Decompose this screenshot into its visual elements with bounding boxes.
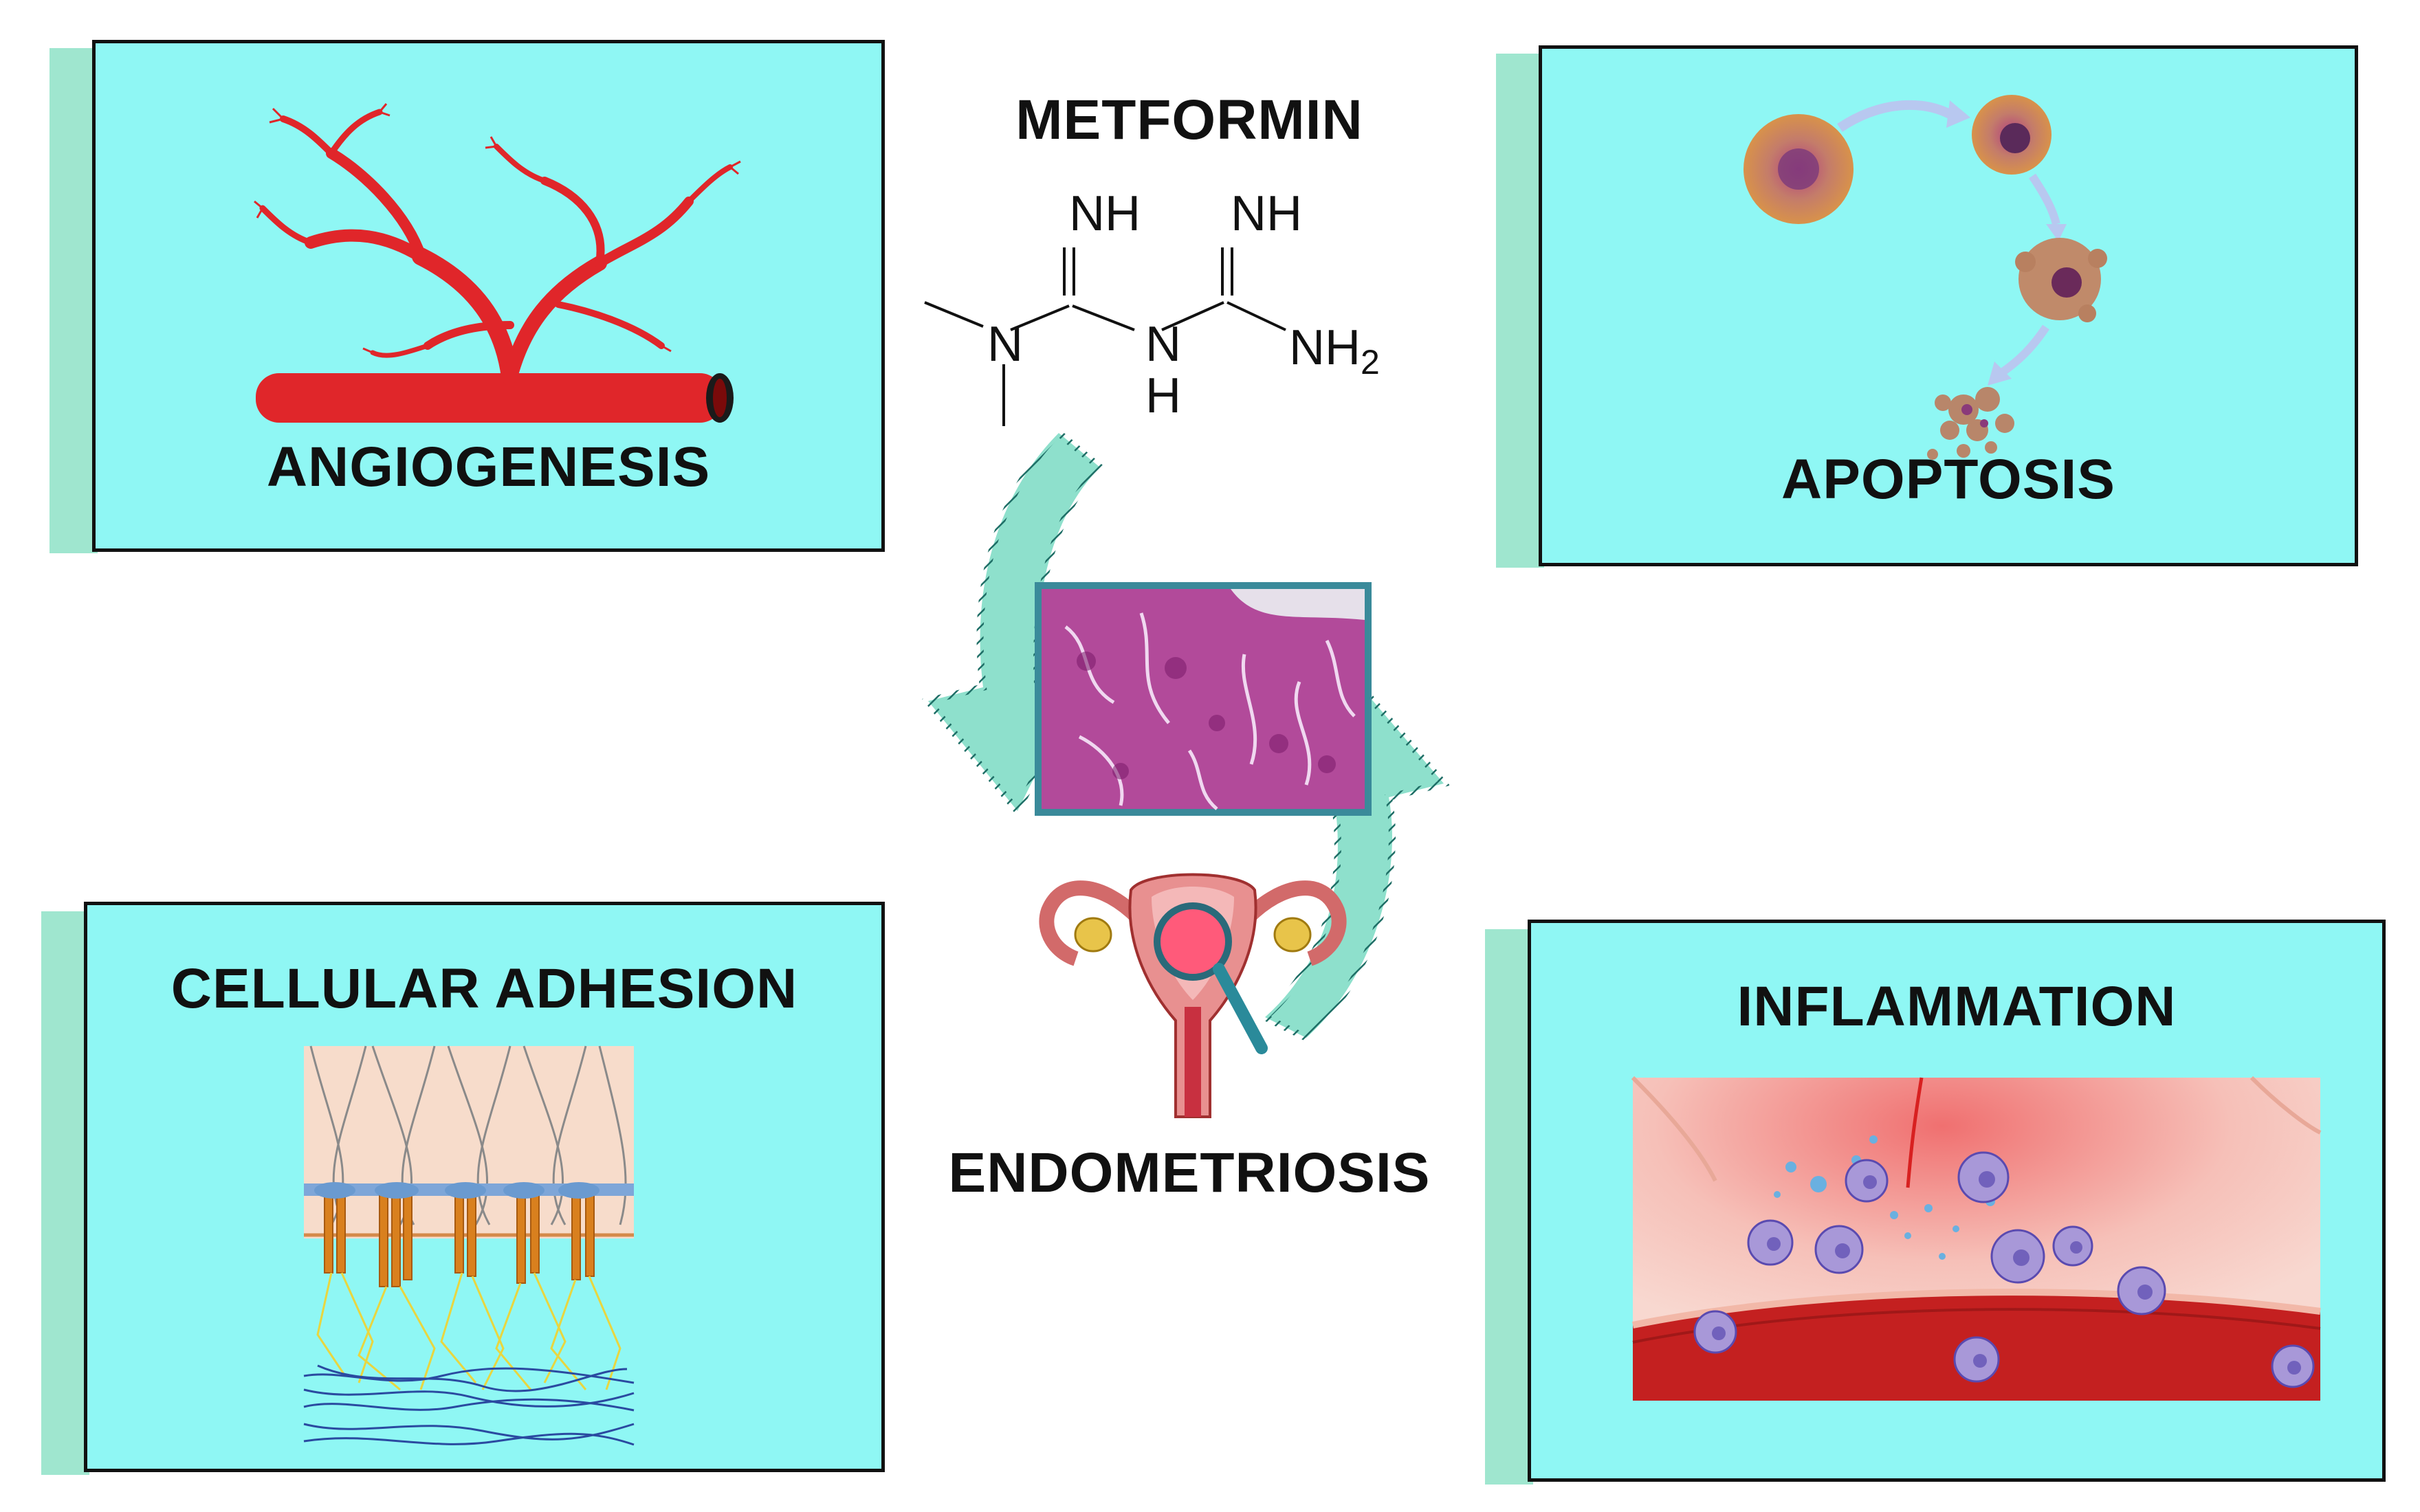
panel-inflammation: INFLAMMATION [1485,920,2386,1485]
panel-shadow [1485,929,1533,1485]
panel-box [92,40,885,552]
panel-shadow [1496,54,1544,568]
panel-shadow [50,48,98,553]
metformin-nh2-subscript: 2 [1361,343,1380,381]
blood-vessel-icon [254,103,741,423]
angiogenesis-label: ANGIOGENESIS [266,436,711,498]
endometriosis-label: ENDOMETRIOSIS [948,1142,1431,1204]
panel-box [1539,45,2358,566]
apoptosis-label: APOPTOSIS [1781,448,2115,511]
metformin-nh-right: NH [1231,186,1302,241]
metformin-n-left: N [987,317,1023,372]
cellular-adhesion-label: CELLULAR ADHESION [170,957,798,1020]
metformin-h-mid: H [1145,368,1181,423]
panel-apoptosis: APOPTOSIS [1496,45,2358,568]
metformin-nh2-text: NH [1289,320,1361,375]
metformin-n-mid: N [1145,317,1181,372]
cell-adhesion-illustration [303,1045,635,1446]
metformin-title: METFORMIN [1015,89,1363,151]
uterus-icon [1039,873,1347,1118]
panel-angiogenesis: ANGIOGENESIS [50,40,885,553]
apoptosis-cells-icon [1744,95,2107,460]
metformin-structure-bonds [924,247,1286,426]
panel-shadow [41,911,89,1475]
endometrial-tissue-image [1035,582,1372,816]
inflammation-illustration [1631,1076,2322,1401]
metformin-nh2: NH2 [1289,320,1380,382]
panel-cellular-adhesion: CELLULAR ADHESION [41,902,885,1475]
metformin-nh-left: NH [1069,186,1141,241]
inflammation-label: INFLAMMATION [1737,975,2177,1038]
